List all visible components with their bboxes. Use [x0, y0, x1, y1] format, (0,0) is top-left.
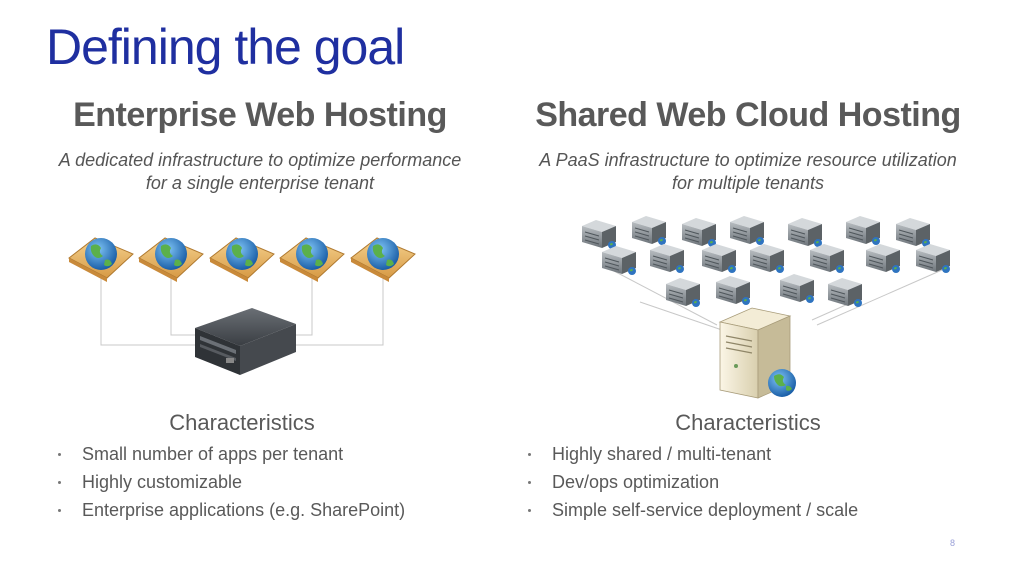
blade-server-icon [631, 215, 667, 246]
list-item: Enterprise applications (e.g. SharePoint… [56, 496, 405, 524]
cloud-heading: Shared Web Cloud Hosting [535, 96, 961, 134]
cloud-characteristics-title: Characteristics [675, 410, 821, 435]
blade-server-icon [845, 215, 881, 246]
blade-server-icon [701, 243, 737, 274]
blade-server-icon [809, 243, 845, 274]
blade-server-icon [681, 217, 717, 248]
list-item: Dev/ops optimization [526, 468, 858, 496]
globe-website-icon [279, 237, 345, 282]
blade-server-icon [749, 243, 785, 274]
blade-server-icon [601, 245, 637, 276]
blade-server-icon [827, 277, 863, 308]
blade-server-icon [895, 217, 931, 248]
blade-server-icon [779, 273, 815, 304]
blade-server-icon [787, 217, 823, 248]
list-item: Highly shared / multi-tenant [526, 440, 858, 468]
list-item: Simple self-service deployment / scale [526, 496, 858, 524]
blade-server-icon [729, 215, 765, 246]
list-item: Small number of apps per tenant [56, 440, 405, 468]
slide-title: Defining the goal [46, 19, 405, 75]
rack-server-icon [195, 308, 296, 375]
enterprise-heading: Enterprise Web Hosting [73, 96, 447, 134]
blade-server-icon [581, 219, 617, 250]
enterprise-subtitle: A dedicated infrastructure to optimize p… [30, 149, 490, 195]
cloud-subtitle: A PaaS infrastructure to optimize resour… [518, 149, 978, 195]
enterprise-diagram [68, 237, 416, 375]
enterprise-subtitle-line1: A dedicated infrastructure to optimize p… [58, 150, 462, 170]
cloud-diagram [581, 215, 951, 399]
globe-website-icon [209, 237, 275, 282]
tower-web-server-icon [718, 307, 796, 399]
cloud-connectors [611, 269, 943, 331]
enterprise-connectors [100, 275, 384, 346]
globe-website-icon [350, 237, 416, 282]
enterprise-characteristics-list: Small number of apps per tenant Highly c… [56, 440, 405, 524]
cloud-characteristics-list: Highly shared / multi-tenant Dev/ops opt… [526, 440, 858, 524]
cloud-subtitle-line2: for multiple tenants [671, 173, 825, 193]
enterprise-subtitle-line2: for a single enterprise tenant [145, 173, 375, 193]
enterprise-characteristics-title: Characteristics [169, 410, 315, 435]
list-item: Highly customizable [56, 468, 405, 496]
blade-server-icon [915, 243, 951, 274]
blade-server-icon [665, 277, 701, 308]
cloud-subtitle-line1: A PaaS infrastructure to optimize resour… [539, 150, 957, 170]
blade-server-icon [865, 243, 901, 274]
blade-server-icon [649, 243, 685, 274]
globe-website-icon [138, 237, 204, 282]
enterprise-column: Enterprise Web Hosting A dedicated infra… [30, 96, 490, 195]
globe-website-icon [68, 237, 134, 282]
cloud-column: Shared Web Cloud Hosting A PaaS infrastr… [518, 96, 978, 195]
blade-server-icon [715, 275, 751, 306]
page-number: 8 [950, 538, 956, 548]
